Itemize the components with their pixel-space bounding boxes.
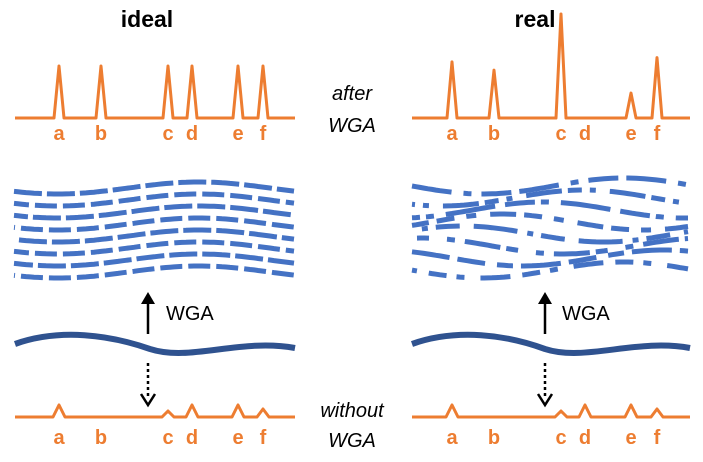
wga-arrow-ideal xyxy=(141,292,155,334)
amplified-fragment-row xyxy=(411,259,689,281)
arrow-up-icon xyxy=(141,292,155,304)
peak-label-d: d xyxy=(579,427,591,449)
peak-label-f: f xyxy=(260,427,267,449)
peak-label-a: a xyxy=(53,123,65,145)
peak-label-c: c xyxy=(162,427,173,449)
amplified-fragments-real xyxy=(411,175,689,281)
amplified-fragment-row xyxy=(411,187,689,209)
amplified-fragment-row xyxy=(13,227,295,245)
peak-label-d: d xyxy=(579,123,591,145)
peak-label-e: e xyxy=(625,427,636,449)
row-label-after-wga: WGA xyxy=(328,115,376,137)
peak-label-c: c xyxy=(555,123,566,145)
peak-trace-real-after xyxy=(412,12,690,120)
row-label-without: without xyxy=(320,400,385,422)
wga-arrow-real xyxy=(538,292,552,334)
column-title-real: real xyxy=(515,6,556,32)
peak-trace-line xyxy=(15,403,295,419)
peak-label-e: e xyxy=(232,123,243,145)
amplified-fragment-row xyxy=(411,211,689,233)
peak-trace-ideal-without xyxy=(15,403,295,419)
peak-label-c: c xyxy=(555,427,566,449)
amplified-fragment-row xyxy=(411,247,689,269)
peak-label-f: f xyxy=(260,123,267,145)
wga-label-ideal: WGA xyxy=(166,303,214,325)
peak-label-d: d xyxy=(186,427,198,449)
wga-label-real: WGA xyxy=(562,303,610,325)
peak-label-a: a xyxy=(53,427,65,449)
peak-label-a: a xyxy=(446,123,458,145)
peak-label-b: b xyxy=(488,427,500,449)
amplified-fragment-row xyxy=(411,199,688,221)
peak-label-f: f xyxy=(654,427,661,449)
genome-line-real xyxy=(410,331,691,356)
peak-label-d: d xyxy=(186,123,198,145)
peak-label-f: f xyxy=(654,123,661,145)
amplified-fragment-row xyxy=(13,215,295,233)
row-label-without-wga: WGA xyxy=(328,430,376,452)
column-title-ideal: ideal xyxy=(121,6,173,32)
amplified-fragment-row xyxy=(13,251,295,269)
amplified-fragment-row xyxy=(13,179,295,197)
peak-trace-ideal-after xyxy=(15,64,295,120)
amplified-fragments-ideal xyxy=(13,179,295,281)
peak-label-b: b xyxy=(95,427,107,449)
amplified-fragment-row xyxy=(13,239,295,257)
amplified-fragment-row xyxy=(411,175,689,197)
peak-label-e: e xyxy=(232,427,243,449)
peak-trace-line xyxy=(412,403,690,419)
amplified-fragment-row xyxy=(411,223,689,245)
dotted-arrow-real xyxy=(536,363,554,408)
arrow-down-icon xyxy=(139,393,157,408)
dotted-arrow-ideal xyxy=(139,363,157,408)
peak-label-b: b xyxy=(488,123,500,145)
amplified-fragment-row xyxy=(13,203,295,221)
amplified-fragment-row xyxy=(13,191,295,209)
genome-line-ideal xyxy=(13,331,296,356)
peak-trace-line xyxy=(15,64,295,120)
peak-label-a: a xyxy=(446,427,458,449)
peak-trace-line xyxy=(412,12,690,120)
peak-trace-real-without xyxy=(412,403,690,419)
peak-label-c: c xyxy=(162,123,173,145)
peak-label-e: e xyxy=(625,123,636,145)
row-label-after: after xyxy=(332,83,373,105)
arrow-down-icon xyxy=(536,393,554,408)
amplified-fragment-row xyxy=(13,263,295,281)
peak-label-b: b xyxy=(95,123,107,145)
arrow-up-icon xyxy=(538,292,552,304)
